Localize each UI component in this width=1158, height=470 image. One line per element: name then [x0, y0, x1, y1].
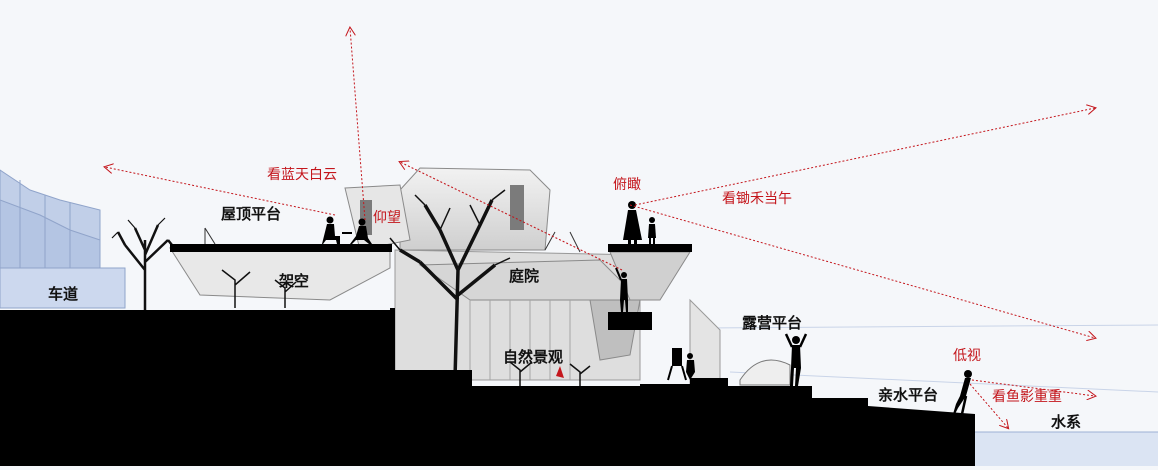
person-overlook-adult: [623, 201, 642, 244]
tree-left: [111, 217, 177, 310]
annotation-overlook: 俯瞰: [613, 177, 641, 193]
sight-line-down-far: [629, 204, 1095, 338]
person-seated-1: [322, 216, 340, 244]
roof-platform-slab: [170, 244, 392, 252]
sight-line-fish: [971, 379, 1095, 396]
trees: [111, 189, 591, 386]
annotation-sky-clouds: 看蓝天白云: [267, 167, 337, 183]
tree-small-1: [221, 269, 297, 308]
annotation-fish-shadows: 看鱼影重重: [992, 388, 1062, 405]
sight-line-up: [350, 28, 366, 221]
ground-section: [0, 308, 975, 466]
road-building: [0, 169, 126, 309]
water-body: [975, 432, 1158, 466]
sight-line-back: [400, 162, 623, 271]
person-camping: [784, 333, 808, 386]
people: [322, 201, 972, 415]
annotation-look-down: 低视: [953, 348, 981, 364]
label-natural-landscape: 自然景观: [503, 348, 563, 366]
person-courtyard: [615, 267, 628, 312]
sight-line-sky: [105, 167, 336, 216]
table: [342, 232, 352, 234]
person-waterfront: [953, 370, 972, 415]
tree-small-2: [509, 361, 591, 386]
label-stilts: 架空: [278, 272, 309, 290]
label-camping-platform: 露营平台: [742, 314, 802, 332]
label-road: 车道: [48, 285, 78, 303]
label-water-system: 水系: [1051, 413, 1081, 431]
tree-center: [389, 189, 511, 379]
person-painter: [667, 348, 695, 381]
person-seated-2: [350, 218, 372, 244]
sight-line-fish-down: [969, 383, 1008, 428]
label-roof-platform: 屋顶平台: [221, 205, 281, 223]
bench: [690, 378, 728, 384]
annotation-look-up: 仰望: [373, 210, 401, 226]
sight-lines: [105, 28, 1095, 428]
annotation-field-view: 看锄禾当午: [722, 191, 792, 207]
label-courtyard: 庭院: [509, 267, 539, 285]
label-waterfront-platform: 亲水平台: [878, 386, 938, 404]
courtyard-box: [608, 312, 652, 330]
landscape-marker: [556, 366, 564, 378]
person-overlook-child: [648, 217, 656, 244]
overlook-platform-slab: [608, 244, 692, 252]
